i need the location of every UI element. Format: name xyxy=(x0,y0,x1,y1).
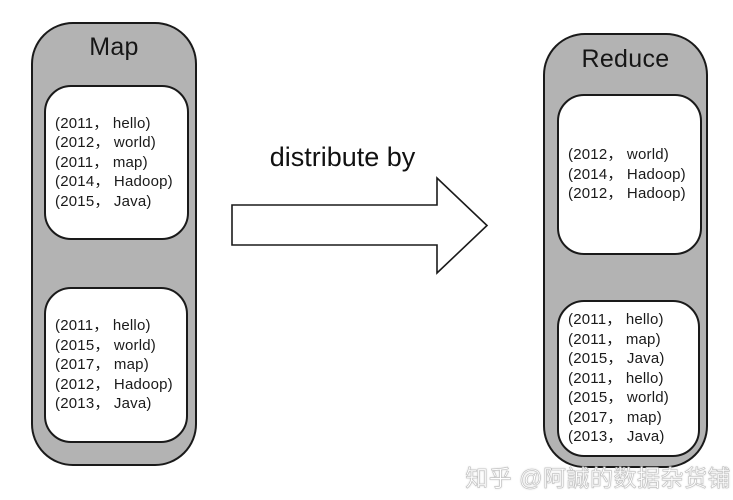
reduce-partition-1: (2012， world) (2014， Hadoop) (2012， Hado… xyxy=(557,94,702,255)
watermark: 知乎 @阿誠的数据杂货铺 xyxy=(465,465,731,492)
map-node-title: Map xyxy=(89,33,139,61)
reduce-node: Reduce (2012， world) (2014， Hadoop) (201… xyxy=(543,33,708,468)
map-node: Map (2011， hello) (2012， world) (2011， m… xyxy=(31,22,197,466)
map-partition-1: (2011， hello) (2012， world) (2011， map) … xyxy=(44,85,189,240)
tuple-list: (2012， world) (2014， Hadoop) (2012， Hado… xyxy=(568,146,686,203)
tuple-list: (2011， hello) (2015， world) (2017， map) … xyxy=(55,317,173,413)
tuple-list: (2011， hello) (2012， world) (2011， map) … xyxy=(55,114,173,210)
tuple-list: (2011， hello) (2011， map) (2015， Java) (… xyxy=(568,311,669,446)
reduce-node-title: Reduce xyxy=(581,45,670,73)
distribute-by-label: distribute by xyxy=(269,142,416,172)
reduce-partition-2: (2011， hello) (2011， map) (2015， Java) (… xyxy=(557,300,700,457)
right-arrow-icon xyxy=(231,176,489,275)
map-partition-2: (2011， hello) (2015， world) (2017， map) … xyxy=(44,287,188,443)
